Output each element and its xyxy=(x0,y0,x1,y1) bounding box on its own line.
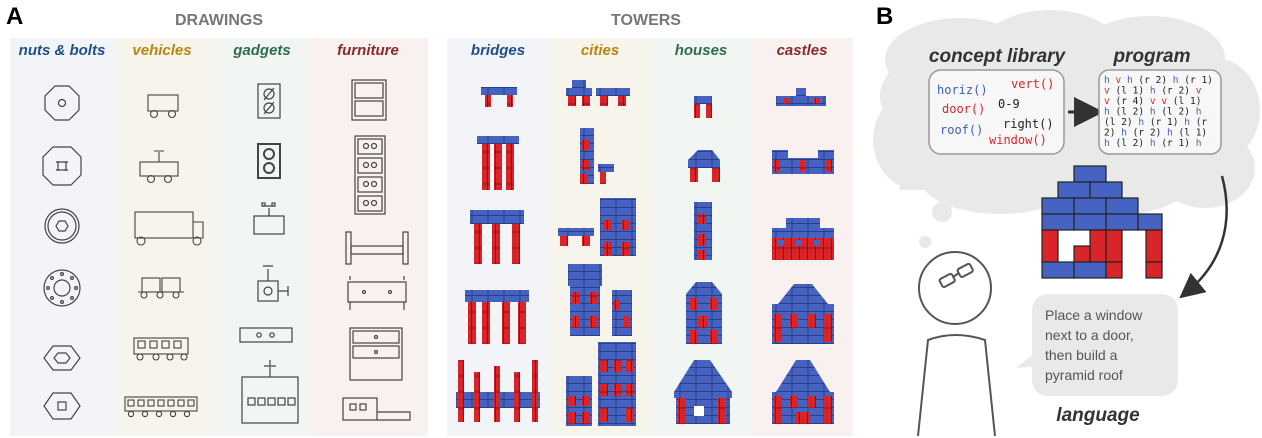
program-line: (l 2) h (r 1) h (r xyxy=(1104,117,1207,128)
thought-bubbles xyxy=(919,202,952,248)
program-title: program xyxy=(1112,46,1190,67)
speech-line-4: pyramid roof xyxy=(1045,367,1123,383)
col-bg-nuts xyxy=(10,38,115,436)
program-line: v (l 1) h (r 2) v xyxy=(1104,86,1202,97)
col-header-furniture: furniture xyxy=(337,42,399,59)
person-head xyxy=(919,252,991,324)
program-line: v (r 4) v v (l 1) xyxy=(1104,96,1201,107)
library-item-vert: vert() xyxy=(1011,77,1054,91)
bridge-tower-2 xyxy=(477,136,519,190)
drawings-title: DRAWINGS xyxy=(175,12,263,29)
bridge-tower-3 xyxy=(470,210,524,264)
program-line: 2) h (r 2) h (l 1) xyxy=(1104,128,1207,139)
person-figure xyxy=(918,252,995,436)
house-tower-4 xyxy=(686,282,722,344)
speech-line-1: Place a window xyxy=(1045,307,1143,323)
program-line: h (l 2) h (r 1) h xyxy=(1104,138,1201,149)
program-line: h (l 2) h (l 2) h xyxy=(1104,107,1201,118)
col-bg-gadgets xyxy=(212,38,310,436)
program-line: h v h (r 2) h (r 1) xyxy=(1104,75,1213,86)
library-item-window: window() xyxy=(989,133,1047,147)
library-item-digits: 0-9 xyxy=(998,97,1020,111)
towers-title: TOWERS xyxy=(611,12,681,29)
person-body xyxy=(918,335,995,436)
col-header-gadgets: gadgets xyxy=(232,42,291,59)
column-backgrounds xyxy=(10,38,853,436)
col-header-cities: cities xyxy=(581,42,619,59)
library-item-roof: roof() xyxy=(940,123,983,137)
library-item-right: right() xyxy=(1003,117,1054,131)
program-code: h v h (r 2) h (r 1)v (l 1) h (r 2) vv (r… xyxy=(1104,75,1213,149)
concept-library-title: concept library xyxy=(929,46,1067,67)
panel-b-letter: B xyxy=(876,3,893,30)
col-header-nuts-bolts: nuts & bolts xyxy=(19,42,106,59)
language-label: language xyxy=(1056,405,1140,426)
col-header-vehicles: vehicles xyxy=(132,42,191,59)
col-header-bridges: bridges xyxy=(471,42,525,59)
speech-line-2: next to a door, xyxy=(1045,327,1134,343)
library-item-door: door() xyxy=(942,102,985,116)
speech-line-3: then build a xyxy=(1045,347,1118,363)
panel-a-letter: A xyxy=(6,3,23,30)
house-tower-3 xyxy=(694,202,712,260)
col-header-castles: castles xyxy=(777,42,828,59)
col-header-houses: houses xyxy=(675,42,728,59)
library-item-horiz: horiz() xyxy=(937,83,988,97)
